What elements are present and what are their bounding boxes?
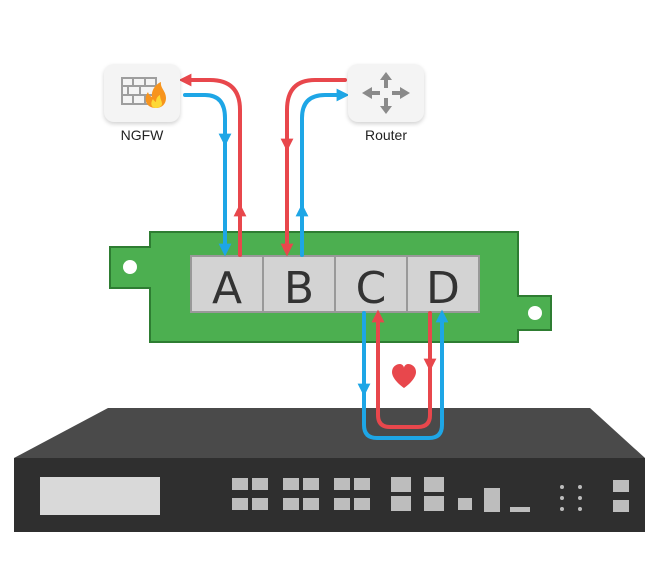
red-loop-d-c xyxy=(371,309,432,429)
port-label-c: C xyxy=(356,263,387,314)
port-cell-c xyxy=(336,257,406,311)
board-mount-hole-left xyxy=(123,260,137,274)
blue-flow-b-to-router xyxy=(300,88,350,257)
port-cell-a xyxy=(192,257,262,311)
port-label-b: B xyxy=(284,263,314,314)
appliance-side-ports xyxy=(613,480,629,512)
blue-loop-c-d xyxy=(362,309,449,440)
red-flow-router-to-b xyxy=(280,78,347,257)
appliance-sfp-ports xyxy=(391,477,530,512)
blue-flow-ngfw-to-a xyxy=(183,93,232,257)
network-appliance xyxy=(14,408,645,532)
appliance-leds xyxy=(560,485,582,511)
port-label-a: A xyxy=(212,263,242,314)
router-label: Router xyxy=(364,127,408,143)
flow-arrows xyxy=(178,73,449,440)
router-node xyxy=(348,64,424,122)
appliance-port-group-1 xyxy=(232,478,370,510)
appliance-top xyxy=(14,408,645,458)
ngfw-label: NGFW xyxy=(120,127,164,143)
port-cell-b xyxy=(264,257,334,311)
red-flow-a-to-ngfw xyxy=(178,73,242,257)
board-mount-hole-right xyxy=(528,306,542,320)
ngfw-node xyxy=(104,64,180,122)
firewall-icon xyxy=(121,77,166,108)
heart-icon xyxy=(392,364,416,388)
appliance-display xyxy=(40,477,160,515)
router-icon xyxy=(362,72,410,114)
port-cell-d xyxy=(408,257,478,311)
port-label-d: D xyxy=(426,263,460,314)
